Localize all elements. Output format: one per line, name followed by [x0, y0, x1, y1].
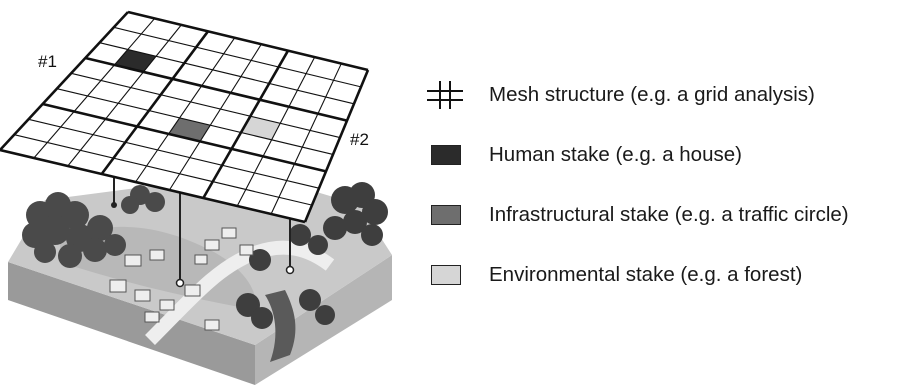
mesh-grid — [0, 10, 370, 224]
mesh-line-horizontal — [42, 102, 327, 173]
mesh-grid-icon — [425, 80, 465, 110]
mesh-line-horizontal — [85, 56, 348, 122]
mesh-line-vertical — [33, 18, 156, 159]
mesh-line-vertical — [270, 63, 342, 215]
mesh-line-vertical — [67, 24, 182, 167]
mesh-line-vertical — [236, 56, 316, 207]
forest-left — [22, 185, 165, 268]
connector-infra-dot — [175, 278, 185, 288]
terrain-side-left — [8, 262, 255, 385]
env-stake-swatch — [431, 265, 461, 285]
mesh-line-horizontal — [28, 118, 320, 189]
human-stake-swatch — [431, 145, 461, 165]
legend-item-human: Human stake (e.g. a house) — [425, 140, 742, 170]
mesh-line-vertical — [202, 50, 290, 199]
mesh-line-horizontal — [113, 26, 362, 88]
terrain-river — [265, 290, 296, 362]
mesh-line-horizontal — [70, 72, 341, 139]
legend-label-env: Environmental stake (e.g. a forest) — [489, 263, 803, 286]
legend-item-mesh: Mesh structure (e.g. a grid analysis) — [425, 80, 815, 110]
mesh-line-horizontal — [99, 42, 355, 105]
connector-env-dot — [285, 265, 295, 275]
mesh-line-vertical — [135, 37, 236, 183]
legend-item-infra: Infrastructural stake (e.g. a traffic ci… — [425, 200, 849, 230]
zone-label-2: #2 — [350, 130, 369, 149]
mesh-line-horizontal — [14, 134, 313, 206]
mesh-line-vertical — [0, 11, 129, 151]
legend-item-env: Environmental stake (e.g. a forest) — [425, 260, 802, 290]
connector-human-dot — [111, 202, 117, 208]
legend-label-mesh: Mesh structure (e.g. a grid analysis) — [489, 83, 815, 106]
mesh-line-vertical — [303, 69, 370, 223]
forest-right — [236, 182, 388, 329]
mesh-line-horizontal — [56, 88, 334, 155]
zone-label-1: #1 — [38, 52, 57, 71]
mesh-cell-env — [240, 116, 281, 140]
mesh-line-horizontal — [0, 148, 306, 224]
mesh-line-vertical — [168, 43, 262, 191]
legend-label-human: Human stake (e.g. a house) — [489, 143, 742, 166]
infra-stake-swatch — [431, 205, 461, 225]
mesh-line-vertical — [100, 30, 210, 175]
legend-label-infra: Infrastructural stake (e.g. a traffic ci… — [489, 203, 849, 226]
mesh-line-horizontal — [127, 10, 369, 72]
mesh-surface — [0, 12, 368, 222]
houses — [109, 227, 254, 331]
